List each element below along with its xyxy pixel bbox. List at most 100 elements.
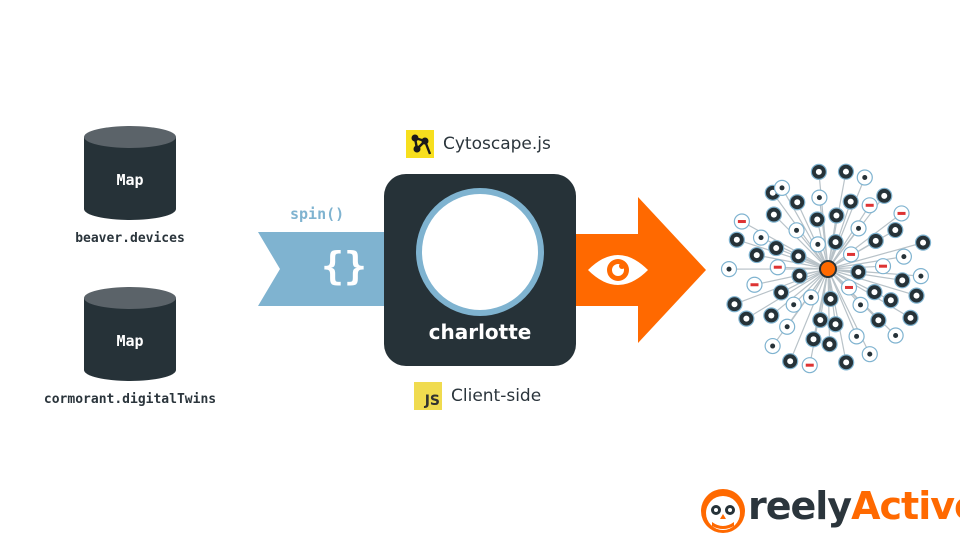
graph-edge: [827, 268, 858, 337]
database-caption: beaver.devices: [75, 231, 185, 246]
graph-edge: [827, 256, 904, 270]
graph-edge: [827, 204, 871, 270]
graph-node-music-icon: [752, 229, 770, 246]
graph-node-music-icon: [902, 309, 919, 326]
graph-edge: [754, 268, 829, 286]
graph-hub-node: [819, 260, 837, 278]
javascript-logo-icon: JS: [414, 382, 442, 410]
graph-node-bluetooth-icon: [769, 259, 786, 276]
graph-node-person-walking-icon: [765, 206, 782, 223]
graph-edge: [789, 268, 829, 362]
graph-node-music-icon: [840, 279, 858, 296]
graph-node-building-icon: [763, 307, 780, 324]
graph-node-apple-icon: [748, 246, 765, 264]
graph-node-person-walking-icon: [876, 187, 893, 204]
graph-edge: [827, 212, 902, 270]
graph-node-music-icon: [801, 357, 818, 374]
database-cylinder-icon: [84, 126, 176, 220]
graph-node-beacon-icon: [842, 193, 859, 210]
graph-node-apple-icon: [809, 211, 826, 228]
graph-edge: [796, 201, 829, 270]
graph-node-person-walking-icon: [842, 246, 860, 263]
graph-node-bluetooth-icon: [866, 284, 883, 301]
graph-node-bluetooth-icon: [867, 232, 884, 250]
graph-node-beacon-icon: [861, 346, 878, 363]
graph-node-bluetooth-icon: [764, 337, 781, 355]
graph-edge: [827, 177, 866, 270]
database-cormorant-digitaltwins: Map: [82, 286, 178, 382]
graph-node-building-icon: [738, 310, 755, 327]
cytoscape-logo-icon: [406, 130, 434, 158]
graph-node-beacon-icon: [746, 276, 763, 293]
graph-node-bluetooth-icon: [893, 205, 910, 222]
graph-node-music-icon: [856, 169, 873, 186]
graph-node-person-walking-icon: [782, 353, 799, 370]
graph-edge: [773, 214, 829, 270]
reelyactive-owl-icon: [701, 489, 745, 533]
graph-node-building-icon: [811, 189, 828, 206]
graph-node-building-icon: [874, 258, 892, 275]
graph-node-bluetooth-icon: [789, 194, 806, 211]
graph-node-music-icon: [887, 221, 904, 239]
device-graph: [720, 163, 932, 374]
graph-node-building-icon: [768, 239, 785, 257]
charlotte-graph-ring: [416, 188, 544, 316]
database-type-label: Map: [116, 171, 144, 189]
graph-node-person-walking-icon: [850, 220, 867, 237]
graph-node-beacon-icon: [810, 163, 827, 180]
graph-edge: [756, 254, 829, 270]
graph-node-apple-icon: [861, 197, 878, 214]
graph-node-person-walking-icon: [822, 290, 839, 308]
graph-node-person-walking-icon: [805, 331, 822, 348]
graph-node-apple-icon: [850, 263, 867, 281]
charlotte-title: charlotte: [428, 320, 532, 344]
graph-node-apple-icon: [848, 328, 865, 345]
graph-node-music-icon: [728, 231, 745, 248]
graph-node-music-icon: [785, 296, 802, 313]
graph-node-building-icon: [914, 234, 932, 251]
graph-node-apple-icon: [720, 261, 738, 278]
graph-node-building-icon: [882, 292, 899, 309]
graph-edge: [770, 268, 829, 316]
graph-edge: [827, 268, 917, 297]
charlotte-panel: charlotte: [384, 174, 576, 366]
eye-icon: [588, 255, 648, 285]
curly-braces-icon: {}: [321, 244, 367, 288]
logo-part-reely: reely: [748, 484, 852, 528]
graph-node-bluetooth-icon: [802, 289, 820, 306]
graph-node-building-icon: [791, 267, 808, 284]
database-cylinder-icon: [84, 287, 176, 381]
graph-edge: [827, 229, 896, 270]
js-badge-text: JS: [424, 393, 440, 409]
graph-edge: [827, 268, 847, 363]
graph-edge: [736, 239, 829, 270]
graph-node-beacon-icon: [870, 312, 887, 329]
graph-node-apple-icon: [809, 236, 826, 253]
client-side-label: Client-side: [451, 386, 542, 406]
graph-node-building-icon: [773, 179, 791, 196]
graph-edge: [827, 242, 924, 270]
graph-node-apple-icon: [838, 354, 855, 371]
reelyactive-wordmark: reelyActive: [748, 484, 960, 528]
database-beaver-devices: Map: [82, 125, 178, 221]
spin-function-label: spin(): [290, 205, 345, 223]
graph-node-beacon-icon: [912, 267, 929, 285]
graph-node-beacon-icon: [726, 296, 743, 313]
graph-node-beacon-icon: [827, 316, 844, 333]
graph-node-apple-icon: [908, 287, 925, 304]
graph-node-person-walking-icon: [733, 213, 750, 230]
graph-node-building-icon: [852, 296, 869, 313]
database-caption: cormorant.digitalTwins: [43, 392, 217, 407]
graph-node-person-walking-icon: [773, 284, 790, 301]
data-flow-arrow: [258, 232, 388, 306]
graph-node-bluetooth-icon: [779, 318, 796, 335]
graph-node-music-icon: [827, 234, 844, 251]
graph-node-music-icon: [821, 336, 838, 353]
graph-node-beacon-icon: [788, 222, 805, 239]
graph-node-beacon-icon: [790, 248, 807, 265]
graph-node-person-walking-icon: [895, 248, 912, 265]
cytoscape-label: Cytoscape.js: [443, 134, 551, 154]
graph-node-person-walking-icon: [887, 327, 904, 344]
graph-node-apple-icon: [837, 163, 855, 180]
logo-part-active: Active: [851, 484, 960, 528]
